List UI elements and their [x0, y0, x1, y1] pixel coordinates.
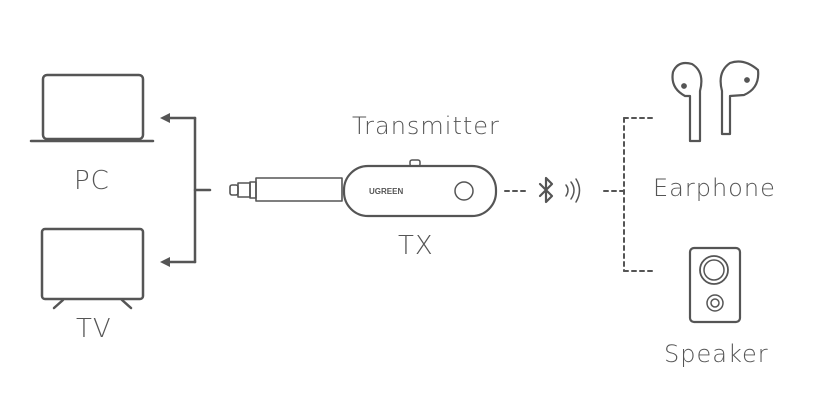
bluetooth-icon — [538, 176, 554, 204]
brand-logo: UGREEN — [369, 187, 403, 196]
transmitter-icon — [342, 159, 498, 218]
tv-icon — [40, 227, 145, 310]
transmitter-label: Transmitter — [352, 112, 500, 140]
audio-jack-icon — [229, 177, 343, 202]
tv-label: TV — [76, 314, 112, 344]
speaker-icon — [688, 246, 742, 324]
speaker-label: Speaker — [664, 340, 769, 368]
pc-label: PC — [74, 166, 110, 196]
tx-label: TX — [398, 231, 434, 261]
laptop-icon — [29, 73, 155, 143]
earphone-label: Earphone — [653, 174, 776, 202]
output-arrows — [160, 113, 212, 267]
earphones-icon — [671, 60, 760, 143]
signal-waves-icon — [565, 178, 581, 203]
output-branch-dotted — [603, 117, 653, 272]
